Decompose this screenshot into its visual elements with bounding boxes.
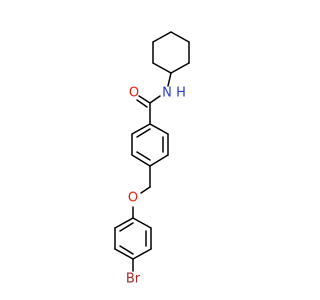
- cyclohexane-ring: [152, 31, 190, 74]
- carbonyl-oxygen-label: O: [129, 86, 139, 101]
- molecule-structure: N H O O Br: [114, 31, 190, 287]
- cyclohexyl-nitrogen-bond: [167, 72, 172, 87]
- nitrogen-carbonyl-bond: [149, 95, 161, 104]
- bromine-label: Br: [126, 272, 141, 287]
- methylene-oxygen-bond: [140, 186, 151, 194]
- hydrogen-label: H: [176, 86, 186, 101]
- carbonyl-double-bond: [136, 95, 151, 108]
- nitrogen-label: N: [162, 86, 172, 101]
- central-benzene-ring: [131, 123, 169, 167]
- ether-oxygen-label: O: [128, 191, 138, 206]
- bromophenyl-ring: [114, 217, 152, 260]
